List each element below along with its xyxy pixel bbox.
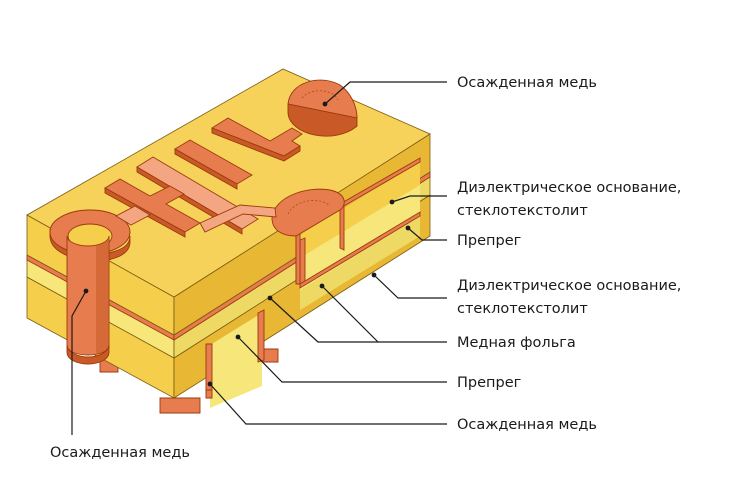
lower-via-wall-right xyxy=(257,309,265,363)
right-via-pad xyxy=(271,188,345,237)
cutaway-lower-prepreg xyxy=(210,313,262,408)
label-prepreg-top: Препрег xyxy=(457,233,521,249)
cutaway-lower-dielectric xyxy=(300,216,420,310)
trace-straight-1-side xyxy=(174,148,238,190)
leader-deposited-copper-top xyxy=(324,81,447,105)
leader-prepreg-top xyxy=(407,227,447,241)
trace-branch xyxy=(104,178,201,233)
leader-copper-foil-2 xyxy=(321,285,379,343)
label-prepreg-bottom: Препрег xyxy=(457,375,521,391)
label-dielectric-bottom-line1: Диэлектрическое основание, xyxy=(457,278,681,294)
trace-to-right-via xyxy=(199,204,277,233)
leader-dielectric-top xyxy=(391,195,447,203)
label-deposited-copper-bottom: Осажденная медь xyxy=(457,417,597,433)
trace-left-connect xyxy=(115,205,151,226)
top-copper xyxy=(49,79,358,262)
callout-leaders xyxy=(71,81,447,435)
top-half-disc-pad-face xyxy=(287,79,358,119)
leader-deposited-copper-left xyxy=(71,290,87,435)
left-via-barrel-shade xyxy=(96,236,109,354)
lower-via-bottom xyxy=(205,389,213,399)
right-via-pad-dashed xyxy=(287,200,331,215)
cutaway-section xyxy=(295,157,421,310)
label-dielectric-bottom-line2: стеклотекстолит xyxy=(457,301,588,317)
cutaway-copper-bottom xyxy=(299,211,421,289)
leader-deposited-copper-bottom xyxy=(209,383,447,425)
left-via-bottom-rim xyxy=(66,344,110,365)
bottom-pad-mid xyxy=(159,397,201,414)
label-copper-foil: Медная фольга xyxy=(457,335,576,351)
leader-prepreg-bottom xyxy=(237,336,447,383)
leader-dielectric-bottom xyxy=(373,274,447,299)
label-deposited-copper-left: Осажденная медь xyxy=(50,445,190,461)
leader-copper-foil-1 xyxy=(269,297,447,343)
trace-l-shape-side xyxy=(211,127,301,162)
cutaway-lower xyxy=(205,309,265,408)
label-deposited-copper-top: Осажденная медь xyxy=(457,75,597,91)
left-via-barrel xyxy=(66,235,110,365)
label-dielectric-top-line1: Диэлектрическое основание, xyxy=(457,180,681,196)
labels: Осажденная медь Диэлектрическое основани… xyxy=(50,75,681,461)
label-dielectric-top-line2: стеклотекстолит xyxy=(457,203,588,219)
top-half-disc-dashed xyxy=(301,90,339,101)
cutaway-upper xyxy=(300,162,420,258)
